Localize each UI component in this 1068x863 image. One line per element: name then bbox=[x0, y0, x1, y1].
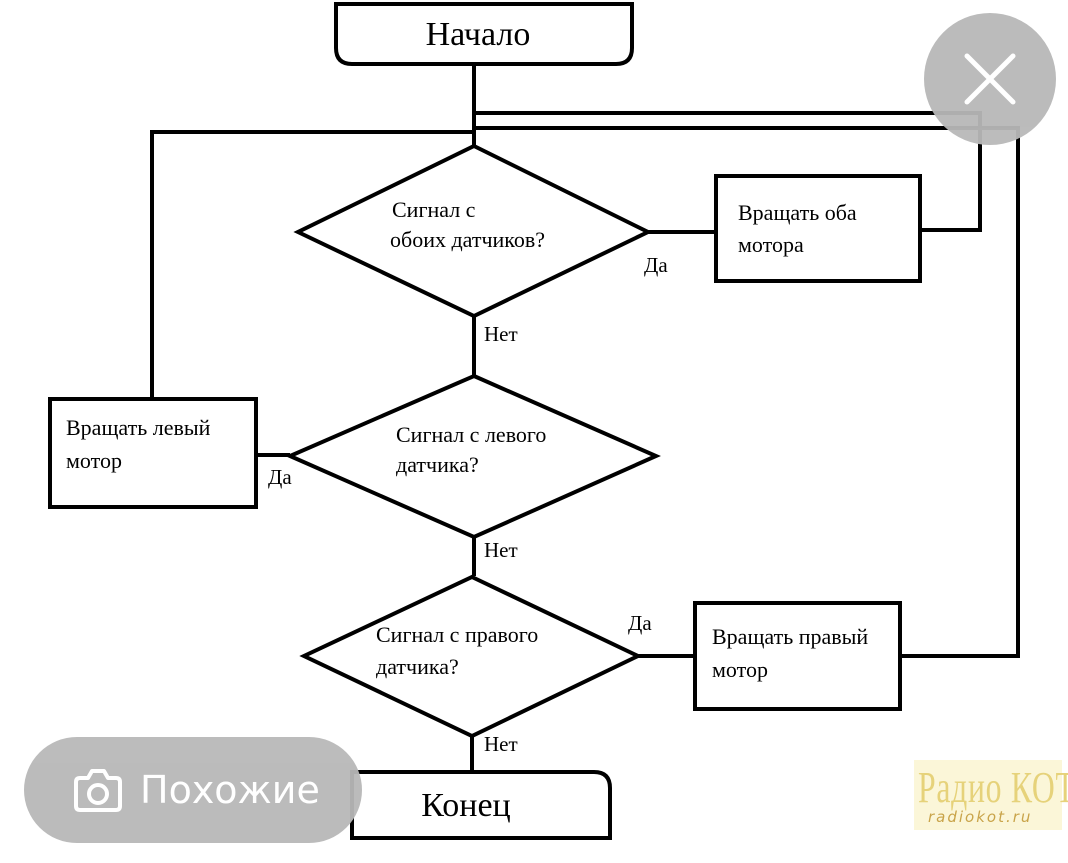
end-label: Конец bbox=[421, 787, 510, 824]
no-label-left: Нет bbox=[484, 538, 518, 562]
decision-both-sensors: Сигнал с обоих датчиков? bbox=[293, 143, 653, 319]
connector-loop-from-action-both bbox=[474, 111, 982, 232]
action-left-line-2: мотор bbox=[66, 448, 122, 473]
svg-text:Вращать левый: Вращать левый bbox=[66, 415, 211, 440]
decision-left-sensor: Сигнал с левого датчика? bbox=[285, 373, 661, 540]
end-node: Конец bbox=[350, 770, 612, 840]
svg-text:датчика?: датчика? bbox=[376, 654, 459, 679]
watermark-title: Радио КОТ bbox=[918, 763, 1068, 812]
no-label-both: Нет bbox=[484, 322, 518, 346]
camera-search-icon bbox=[74, 769, 122, 812]
svg-text:датчика?: датчика? bbox=[396, 452, 479, 477]
svg-text:Сигнал с правого: Сигнал с правого bbox=[376, 622, 538, 647]
yes-label-left: Да bbox=[268, 465, 292, 489]
action-both-line-2: мотора bbox=[738, 232, 804, 257]
similar-images-label: Похожие bbox=[140, 768, 320, 812]
connectors bbox=[150, 64, 1020, 772]
svg-text:обоих датчиков?: обоих датчиков? bbox=[390, 227, 545, 252]
decision-both-line-1: Сигнал с bbox=[392, 197, 476, 222]
svg-text:Сигнал с левого: Сигнал с левого bbox=[396, 422, 546, 447]
svg-text:Вращать правый: Вращать правый bbox=[712, 624, 868, 649]
decision-right-sensor: Сигнал с правого датчика? bbox=[299, 574, 643, 739]
action-right-line-1: Вращать правый bbox=[712, 624, 868, 649]
start-node: Начало bbox=[334, 2, 634, 66]
decision-right-line-1: Сигнал с правого bbox=[376, 622, 538, 647]
action-left-line-1: Вращать левый bbox=[66, 415, 211, 440]
action-right-motor: Вращать правый мотор bbox=[693, 601, 902, 711]
watermark-site: radiokot.ru bbox=[928, 808, 1033, 826]
svg-text:мотор: мотор bbox=[66, 448, 122, 473]
similar-images-button[interactable]: Похожие bbox=[24, 737, 362, 843]
close-icon bbox=[964, 53, 1016, 105]
action-left-motor: Вращать левый мотор bbox=[48, 397, 258, 509]
yes-label-both: Да bbox=[644, 253, 668, 277]
decision-left-line-2: датчика? bbox=[396, 452, 479, 477]
branch-labels: Да Нет Да Нет Да Нет bbox=[268, 253, 668, 756]
watermark-logo: Радио КОТ radiokot.ru bbox=[914, 760, 1068, 830]
action-both-line-1: Вращать оба bbox=[738, 200, 857, 225]
close-button[interactable] bbox=[924, 13, 1056, 145]
connector-loop-from-action-left bbox=[150, 130, 474, 399]
action-right-line-2: мотор bbox=[712, 657, 768, 682]
svg-text:мотор: мотор bbox=[712, 657, 768, 682]
action-both-motors: Вращать оба мотора bbox=[714, 174, 922, 283]
decision-both-line-2: обоих датчиков? bbox=[390, 227, 545, 252]
decision-left-line-1: Сигнал с левого bbox=[396, 422, 546, 447]
connector-loop-from-action-right bbox=[474, 126, 1020, 658]
decision-right-line-2: датчика? bbox=[376, 654, 459, 679]
no-label-right: Нет bbox=[484, 732, 518, 756]
start-label: Начало bbox=[426, 16, 531, 53]
svg-text:Сигнал с: Сигнал с bbox=[392, 197, 476, 222]
svg-text:мотора: мотора bbox=[738, 232, 804, 257]
yes-label-right: Да bbox=[628, 611, 652, 635]
svg-text:Вращать оба: Вращать оба bbox=[738, 200, 857, 225]
